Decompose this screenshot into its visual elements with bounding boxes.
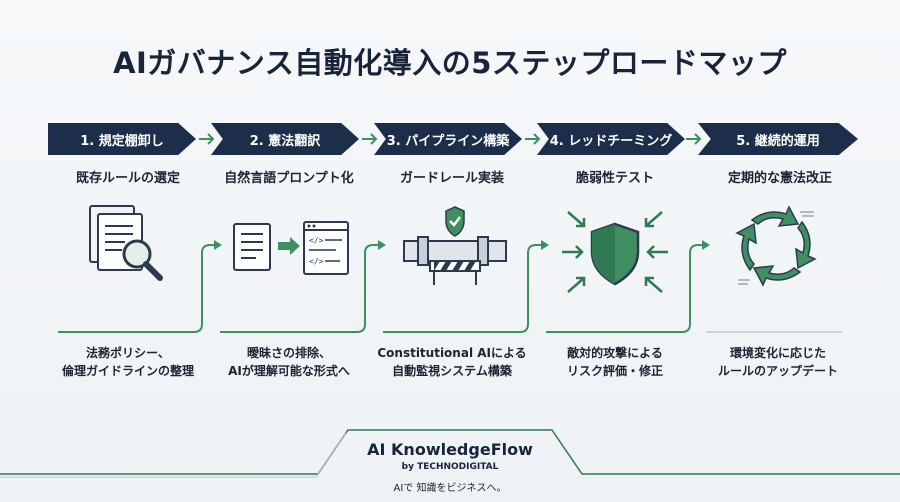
svg-text:</>: </> xyxy=(309,236,324,245)
cycle-arrows-icon xyxy=(735,205,817,287)
step-5-description: 環境変化に応じたルールのアップデート xyxy=(717,346,838,378)
step-4-subtitle: 脆弱性テスト xyxy=(575,171,654,186)
shield-under-attack-icon xyxy=(562,211,668,293)
step-header-row: 1. 規定棚卸し 2. 憲法翻訳 3. パイプライン構築 4. レッドチーミング… xyxy=(48,123,858,155)
step-1-subtitle: 既存ルールの選定 xyxy=(75,171,180,186)
brand-byline: by TECHNODIGITAL xyxy=(401,462,499,472)
pipeline-shield-icon xyxy=(403,206,507,285)
arrow-right-icon xyxy=(686,133,702,145)
step-3-subtitle: ガードレール実装 xyxy=(399,171,504,186)
arrow-right-icon xyxy=(199,133,215,145)
brand-name: AI KnowledgeFlow xyxy=(367,440,533,459)
step-2-header: 2. 憲法翻訳 xyxy=(211,123,359,155)
page-title: AIガバナンス自動化導入の5ステップロードマップ xyxy=(113,46,787,80)
step-4-description: 敵対的攻撃によるリスク評価・修正 xyxy=(566,346,663,378)
step-5-header: 5. 継続的運用 xyxy=(698,123,858,155)
document-search-icon xyxy=(89,205,163,281)
arrow-right-icon xyxy=(525,133,541,145)
document-to-code-icon: </> </> xyxy=(233,221,349,275)
brand-tagline: AIで 知識をビジネスへ。 xyxy=(393,483,507,494)
step-4-header: 4. レッドチーミング xyxy=(537,123,685,155)
step-3-header: 3. パイプライン構築 xyxy=(374,123,522,155)
step-2-description: 曖昧さの排除、AIが理解可能な形式へ xyxy=(228,346,350,378)
step-1-description: 法務ポリシー、倫理ガイドラインの整理 xyxy=(61,346,194,378)
step-3-description: Constitutional AIによる自動監視システム構築 xyxy=(377,346,527,378)
svg-text:</>: </> xyxy=(309,257,324,266)
step-2-subtitle: 自然言語プロンプト化 xyxy=(224,171,354,186)
arrow-right-icon xyxy=(362,133,378,145)
step-5-subtitle: 定期的な憲法改正 xyxy=(727,171,832,186)
step-1-header: 1. 規定棚卸し xyxy=(48,123,196,155)
